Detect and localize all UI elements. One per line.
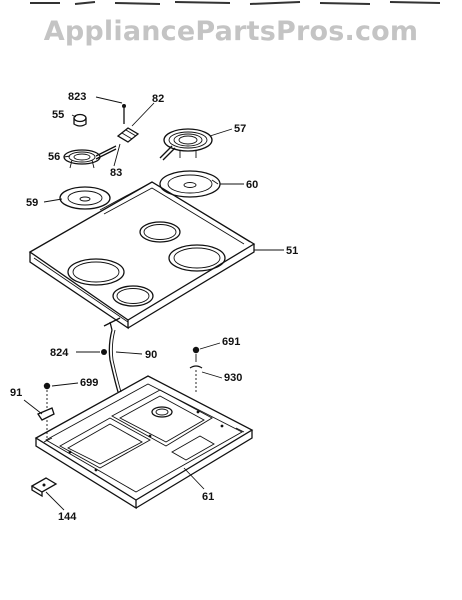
- label-91: 91: [10, 387, 22, 399]
- label-59: 59: [26, 197, 38, 209]
- leader-lines: [23, 96, 284, 511]
- surface-element-56: [63, 145, 117, 169]
- label-144: 144: [58, 511, 77, 523]
- label-55: 55: [52, 109, 64, 121]
- burner-box-61: [34, 375, 254, 510]
- label-83: 83: [110, 167, 122, 179]
- label-56: 56: [48, 151, 60, 163]
- knob-55: [73, 113, 87, 127]
- cooktop-51: [28, 181, 256, 330]
- label-57: 57: [234, 123, 246, 135]
- label-90: 90: [145, 349, 157, 361]
- wire-harness-90: [101, 317, 122, 393]
- cropped-header-line: [30, 1, 441, 5]
- surface-element-57: [159, 128, 213, 161]
- label-61: 61: [202, 491, 214, 503]
- label-60: 60: [246, 179, 258, 191]
- label-691: 691: [222, 336, 240, 348]
- drip-pan-60: [159, 170, 221, 198]
- label-82: 82: [152, 93, 164, 105]
- watermark: AppliancePartsPros.com: [43, 16, 419, 47]
- label-51: 51: [286, 245, 298, 257]
- label-824: 824: [50, 347, 69, 359]
- label-930: 930: [224, 372, 242, 384]
- screw-691: [189, 346, 203, 392]
- drip-pan-59: [59, 186, 111, 210]
- label-699: 699: [80, 377, 98, 389]
- terminal-block-82: [116, 104, 140, 143]
- bracket-144: [30, 477, 58, 498]
- screw-699: [37, 382, 55, 440]
- label-823: 823: [68, 91, 86, 103]
